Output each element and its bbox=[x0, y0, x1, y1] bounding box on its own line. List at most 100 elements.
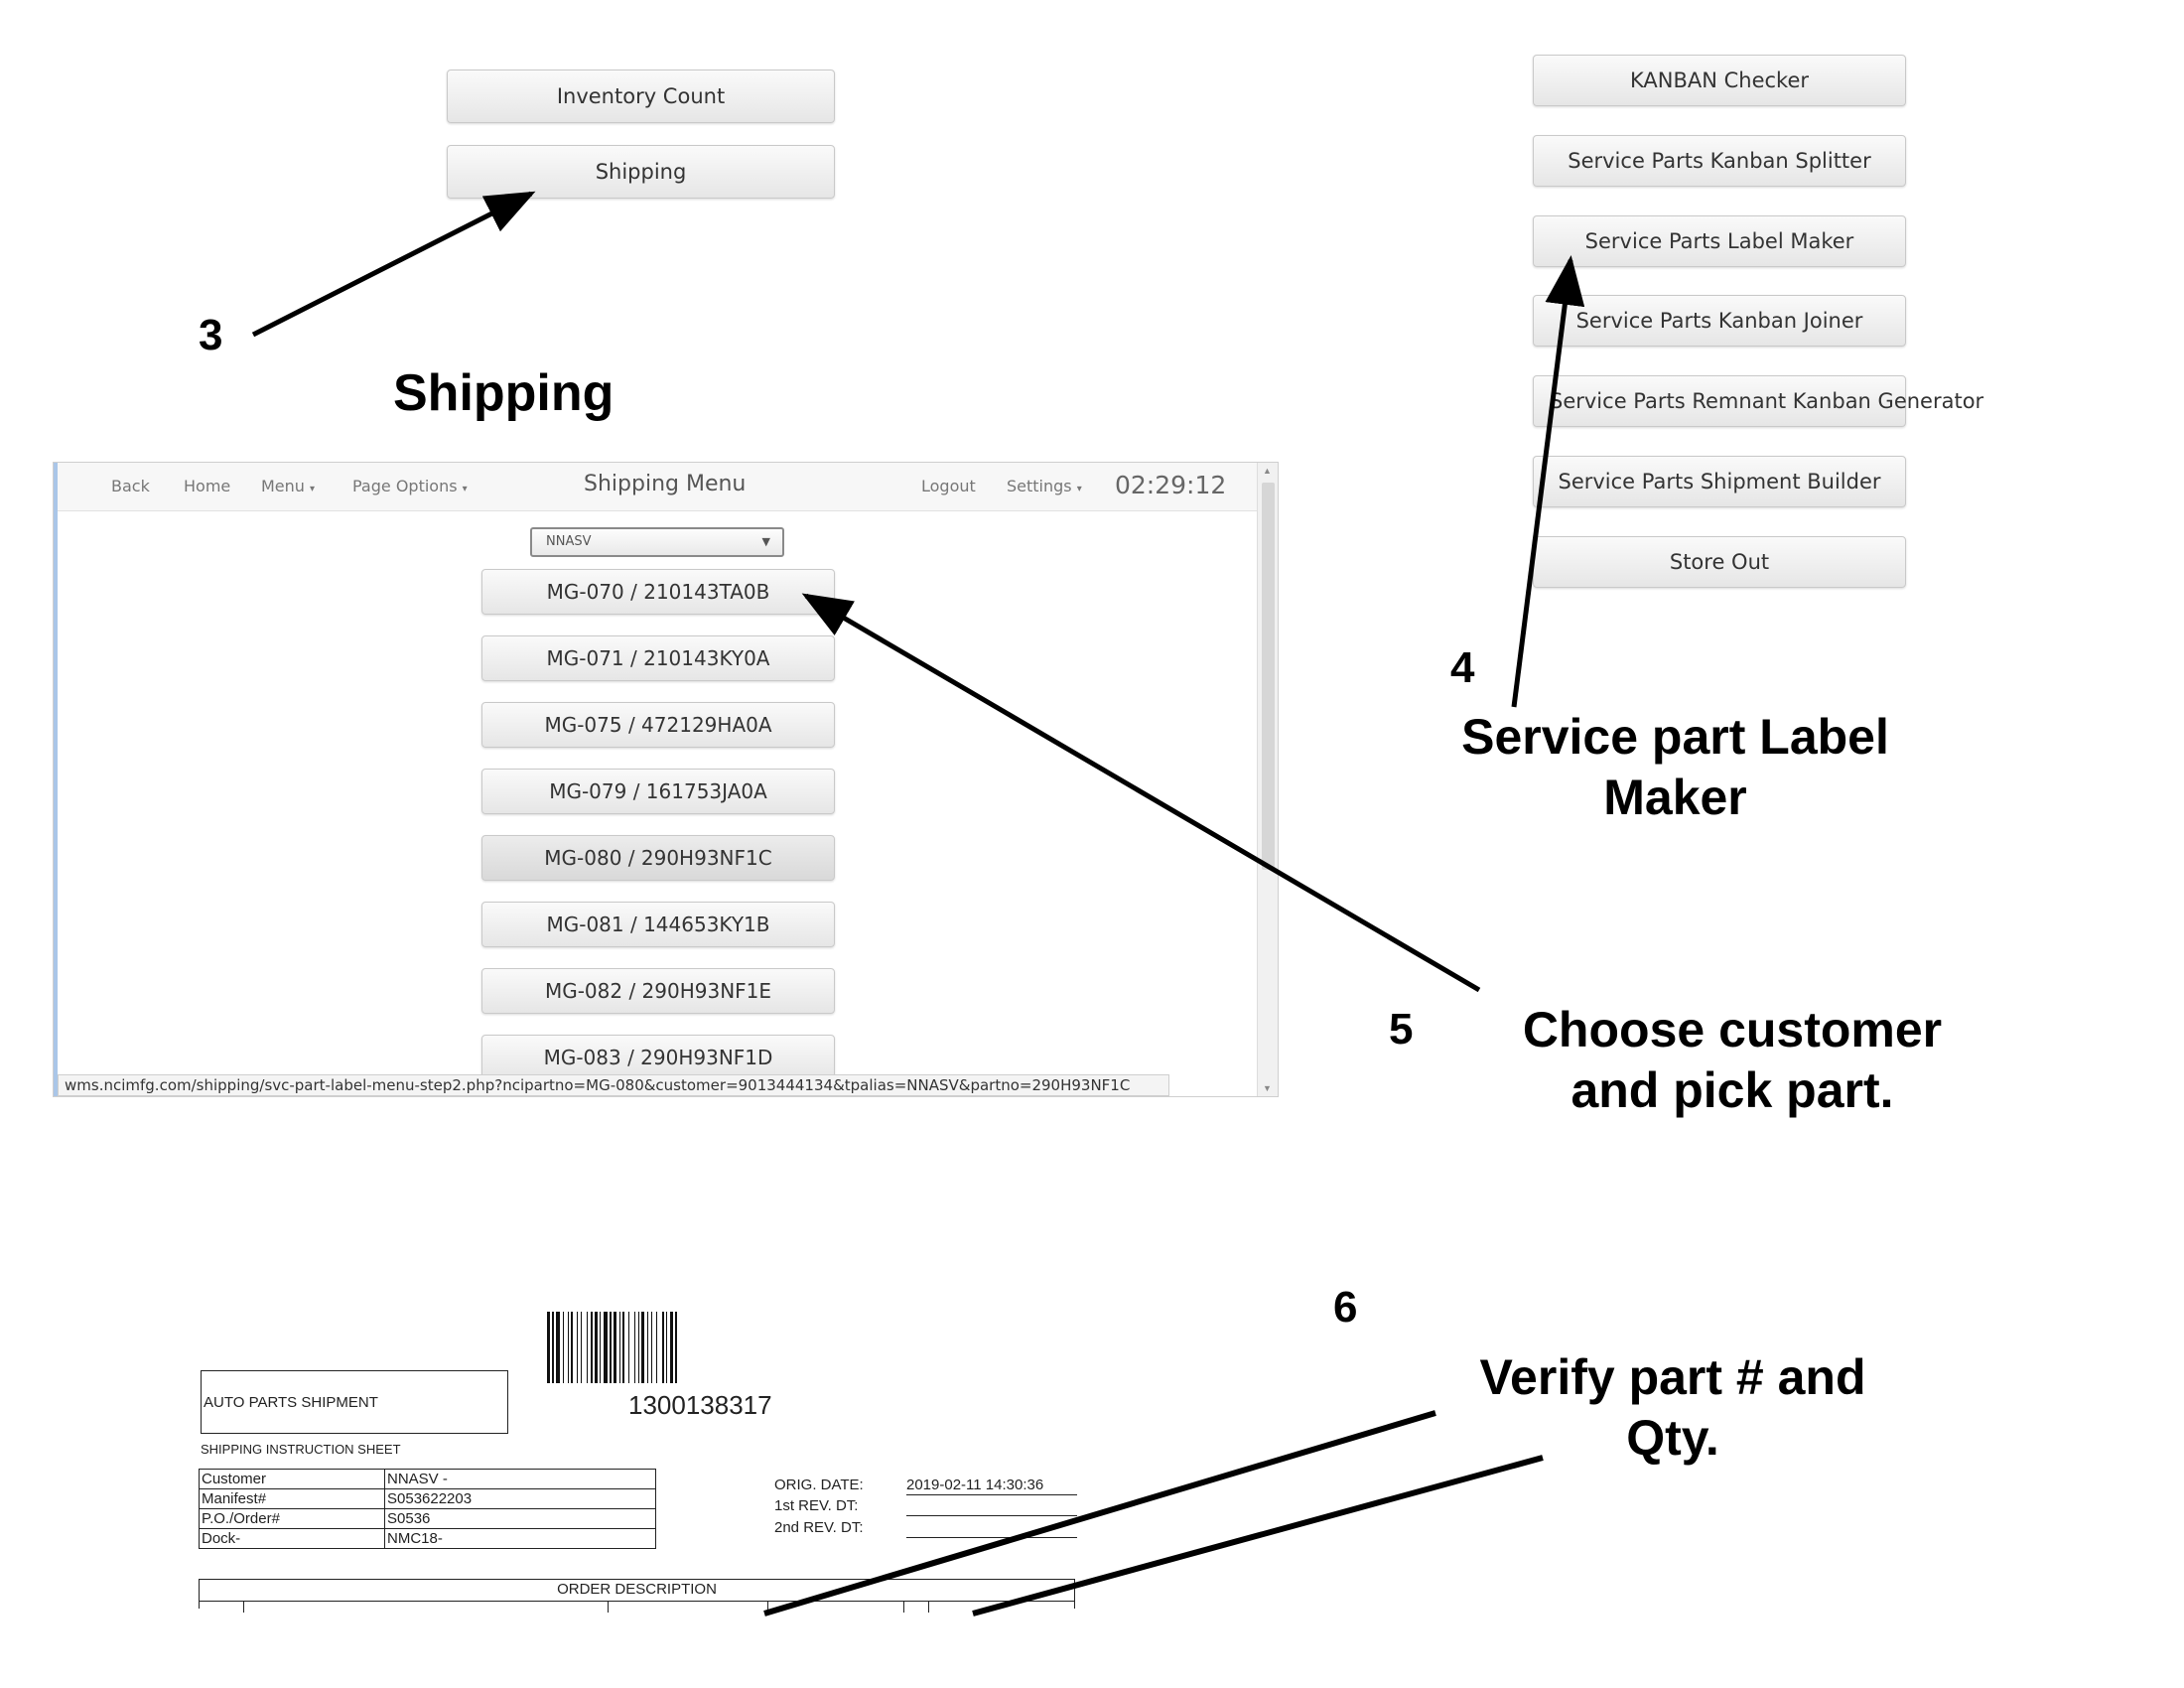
part-button[interactable]: MG-079 / 161753JA0A bbox=[481, 769, 835, 814]
caret-down-icon: ▾ bbox=[1076, 484, 1082, 494]
page-title: Shipping Menu bbox=[584, 472, 747, 496]
part-button[interactable]: MG-071 / 210143KY0A bbox=[481, 635, 835, 681]
step-5-line-1: Choose customer bbox=[1522, 1002, 1943, 1057]
arrow-step-4 bbox=[1511, 255, 1585, 708]
arrow-step-3 bbox=[251, 191, 536, 338]
sheet-subtitle: SHIPPING INSTRUCTION SHEET bbox=[201, 1442, 401, 1457]
step-3-number: 3 bbox=[199, 311, 223, 359]
arrow-step-6-a bbox=[763, 1410, 1436, 1617]
kanban-splitter-button[interactable]: Service Parts Kanban Splitter bbox=[1533, 135, 1906, 187]
column-divider bbox=[903, 1601, 904, 1613]
table-row: Manifest#S053622203 bbox=[199, 1488, 656, 1509]
step-4-line-1: Service part Label bbox=[1461, 709, 1889, 765]
column-divider bbox=[767, 1601, 768, 1613]
kanban-checker-button[interactable]: KANBAN Checker bbox=[1533, 55, 1906, 106]
part-button[interactable]: MG-082 / 290H93NF1E bbox=[481, 968, 835, 1014]
nav-menu-dropdown[interactable]: Menu ▾ bbox=[261, 477, 315, 495]
barcode-bar bbox=[556, 1312, 560, 1383]
column-divider bbox=[243, 1601, 244, 1613]
barcode-bar bbox=[662, 1312, 664, 1383]
step-6-line-1: Verify part # and bbox=[1479, 1349, 1866, 1405]
arrow-step-6-b bbox=[972, 1455, 1544, 1617]
nav-back-link[interactable]: Back bbox=[111, 477, 150, 495]
label-maker-button[interactable]: Service Parts Label Maker bbox=[1533, 215, 1906, 267]
barcode bbox=[547, 1312, 677, 1383]
step-5-number: 5 bbox=[1389, 1005, 1414, 1054]
barcode-bar bbox=[568, 1312, 569, 1383]
nav-settings-dropdown[interactable]: Settings ▾ bbox=[1007, 477, 1082, 495]
scroll-up-icon[interactable]: ▲ bbox=[1263, 466, 1272, 476]
barcode-bar bbox=[666, 1312, 667, 1383]
info-value: NMC18- bbox=[384, 1528, 656, 1549]
caret-down-icon: ▼ bbox=[761, 535, 770, 548]
arrow-step-5 bbox=[801, 593, 1481, 993]
divider bbox=[199, 1601, 1075, 1602]
customer-select[interactable]: NNASV ▼ bbox=[530, 527, 784, 557]
nav-page-options-dropdown[interactable]: Page Options ▾ bbox=[352, 477, 468, 495]
barcode-bar bbox=[670, 1312, 673, 1383]
sheet-title: AUTO PARTS SHIPMENT bbox=[201, 1370, 508, 1434]
info-value: S053622203 bbox=[384, 1488, 656, 1509]
part-button[interactable]: MG-075 / 472129HA0A bbox=[481, 702, 835, 748]
order-description-label: ORDER DESCRIPTION bbox=[557, 1581, 717, 1598]
barcode-bar bbox=[638, 1312, 639, 1383]
barcode-bar bbox=[647, 1312, 648, 1383]
barcode-bar bbox=[628, 1312, 629, 1383]
barcode-bar bbox=[600, 1312, 601, 1383]
barcode-bar bbox=[641, 1312, 644, 1383]
remnant-kanban-generator-button[interactable]: Service Parts Remnant Kanban Generator bbox=[1533, 375, 1983, 427]
barcode-bar bbox=[614, 1312, 616, 1383]
navbar: Back Home Menu ▾ Page Options ▾ Shipping… bbox=[58, 463, 1258, 511]
scrollbar[interactable]: ▲ ▼ bbox=[1257, 463, 1278, 1096]
nav-menu-label: Menu bbox=[261, 477, 305, 495]
scroll-thumb[interactable] bbox=[1262, 483, 1275, 870]
nav-home-link[interactable]: Home bbox=[184, 477, 231, 495]
barcode-bar bbox=[610, 1312, 612, 1383]
barcode-bar bbox=[622, 1312, 624, 1383]
inventory-count-button[interactable]: Inventory Count bbox=[447, 70, 835, 123]
shipment-builder-button[interactable]: Service Parts Shipment Builder bbox=[1533, 456, 1906, 507]
barcode-bar bbox=[563, 1312, 564, 1383]
step-6-number: 6 bbox=[1333, 1283, 1358, 1332]
barcode-bar bbox=[675, 1312, 677, 1383]
barcode-number: 1300138317 bbox=[628, 1390, 772, 1420]
column-divider bbox=[928, 1601, 929, 1613]
scroll-down-icon[interactable]: ▼ bbox=[1263, 1083, 1272, 1093]
status-bar-url: wms.ncimfg.com/shipping/svc-part-label-m… bbox=[58, 1074, 1169, 1096]
barcode-bar bbox=[651, 1312, 652, 1383]
table-row: P.O./Order#S0536 bbox=[199, 1508, 656, 1529]
window-edge bbox=[54, 463, 58, 1096]
part-button[interactable]: MG-070 / 210143TA0B bbox=[481, 569, 835, 615]
orig-date-value: 2019-02-11 14:30:36 bbox=[906, 1477, 1077, 1495]
shipping-button[interactable]: Shipping bbox=[447, 145, 835, 199]
step-4-number: 4 bbox=[1450, 643, 1475, 692]
order-description-box bbox=[199, 1579, 1075, 1609]
barcode-bar bbox=[577, 1312, 578, 1383]
caret-down-icon: ▾ bbox=[462, 484, 468, 494]
barcode-bar bbox=[634, 1312, 635, 1383]
step-4-line-2: Maker bbox=[1603, 770, 1747, 825]
rev2-date-value bbox=[906, 1519, 1077, 1538]
nav-logout-link[interactable]: Logout bbox=[921, 477, 976, 495]
orig-date-label: ORIG. DATE: bbox=[774, 1477, 864, 1493]
browser-screenshot: Back Home Menu ▾ Page Options ▾ Shipping… bbox=[53, 462, 1279, 1097]
step-5-label: Choose customer and pick part. bbox=[1499, 1000, 1966, 1121]
table-row: Dock-NMC18- bbox=[199, 1528, 656, 1549]
kanban-joiner-button[interactable]: Service Parts Kanban Joiner bbox=[1533, 295, 1906, 347]
barcode-bar bbox=[587, 1312, 588, 1383]
barcode-bar bbox=[591, 1312, 593, 1383]
barcode-bar bbox=[604, 1312, 608, 1383]
step-6-label: Verify part # and Qty. bbox=[1459, 1347, 1886, 1469]
clock: 02:29:12 bbox=[1115, 471, 1227, 499]
nav-settings-label: Settings bbox=[1007, 477, 1072, 495]
part-button[interactable]: MG-080 / 290H93NF1C bbox=[481, 835, 835, 881]
nav-page-options-label: Page Options bbox=[352, 477, 458, 495]
part-button[interactable]: MG-081 / 144653KY1B bbox=[481, 902, 835, 947]
part-button[interactable]: MG-083 / 290H93NF1D bbox=[481, 1035, 835, 1080]
rev1-date-value bbox=[906, 1497, 1077, 1516]
store-out-button[interactable]: Store Out bbox=[1533, 536, 1906, 588]
step-3-label: Shipping bbox=[393, 364, 614, 422]
column-divider bbox=[608, 1601, 609, 1613]
